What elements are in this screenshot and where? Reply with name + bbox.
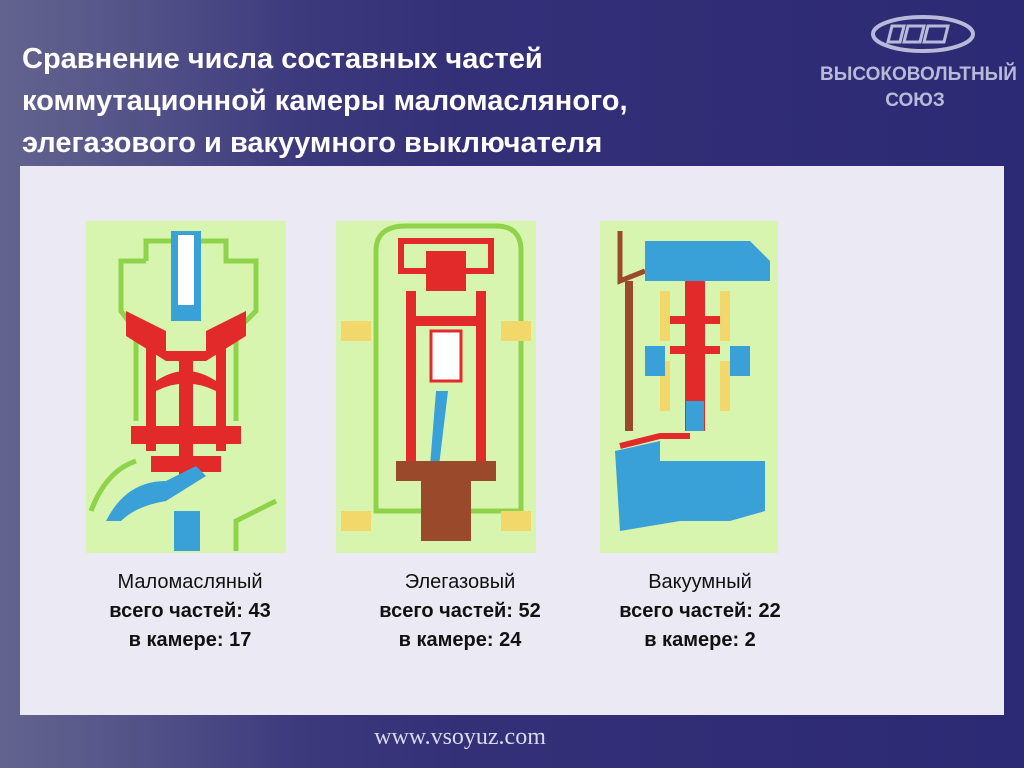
slide-title: Сравнение числа составных частей коммута…	[22, 43, 628, 159]
sf6-breaker-diagram	[336, 221, 536, 553]
low-oil-total-parts: всего частей: 43	[109, 600, 271, 622]
vacuum-total-parts: всего частей: 22	[619, 600, 781, 622]
sf6-total-parts: всего частей: 52	[379, 600, 541, 622]
logo-caption-line-1: ВЫСОКОВОЛЬТНЫЙ	[820, 64, 1017, 85]
vacuum-chamber-parts: в камере: 2	[644, 629, 756, 651]
low-oil-breaker-diagram	[86, 221, 286, 553]
sf6-breaker-label: Элегазовый всего частей: 52 в камере: 24	[340, 568, 580, 655]
logo-caption: ВЫСОКОВОЛЬТНЫЙ СОЮЗ	[820, 62, 1017, 114]
low-oil-breaker-name: Маломасляный	[117, 571, 263, 593]
vacuum-breaker-label: Вакуумный всего частей: 22 в камере: 2	[580, 568, 820, 655]
low-oil-breaker-label: Маломасляный всего частей: 43 в камере: …	[70, 568, 310, 655]
vacuum-breaker-diagram	[600, 221, 778, 553]
logo-caption-line-2: СОЮЗ	[885, 90, 945, 111]
website-url: www.vsoyuz.com	[374, 724, 546, 750]
sf6-chamber-parts: в камере: 24	[398, 629, 522, 651]
vacuum-breaker-name: Вакуумный	[648, 571, 752, 593]
low-oil-chamber-parts: в камере: 17	[128, 629, 252, 651]
content-panel: Маломасляный всего частей: 43 в камере: …	[20, 166, 1004, 715]
sf6-breaker-name: Элегазовый	[404, 571, 516, 593]
vsoyuz-logo	[871, 15, 975, 53]
